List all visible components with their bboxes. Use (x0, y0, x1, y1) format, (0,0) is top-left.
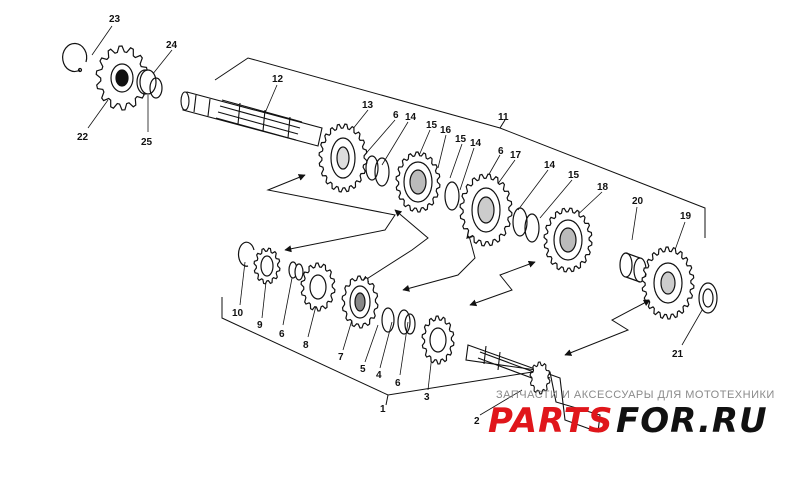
lower-washers (382, 308, 415, 334)
part-21-thrust-washer (699, 283, 717, 313)
callout-2: 2 (474, 416, 480, 427)
callout-15a: 15 (426, 120, 438, 131)
part-16-gear (396, 152, 440, 212)
part-23-circlip (63, 43, 87, 71)
part-24-spacer (137, 70, 156, 94)
part-6-bushing-small (289, 262, 303, 280)
part-12-output-shaft (181, 92, 322, 146)
group-bracket-11 (214, 57, 706, 238)
callout-5: 5 (360, 364, 366, 375)
callout-6c: 6 (279, 329, 285, 340)
callout-21: 21 (672, 349, 684, 360)
callout-9: 9 (257, 320, 263, 331)
callout-1: 1 (380, 404, 386, 415)
callout-12: 12 (272, 74, 284, 85)
callout-22: 22 (77, 132, 89, 143)
part-2-input-shaft (466, 345, 600, 432)
part-18-gear (544, 208, 592, 272)
callout-3: 3 (424, 392, 430, 403)
callout-23: 23 (109, 14, 121, 25)
callout-24: 24 (166, 40, 178, 51)
callout-14b: 14 (470, 138, 482, 149)
callout-6a: 6 (393, 110, 399, 121)
part-10-circlip (239, 242, 254, 266)
watermark-logo-parts: PARTS (488, 401, 613, 441)
callout-6d: 6 (395, 378, 401, 389)
engagement-arrows (266, 174, 651, 356)
callout-4: 4 (376, 370, 382, 381)
callout-17: 17 (510, 150, 522, 161)
part-25-oring (150, 78, 162, 98)
part-17-gear (460, 174, 512, 246)
watermark-tagline: ЗАПЧАСТИ И АКСЕССУАРЫ ДЛЯ МОТОТЕХНИКИ (496, 389, 775, 401)
callout-6b: 6 (498, 146, 504, 157)
callout-15c: 15 (568, 170, 580, 181)
part-9-gear (254, 248, 280, 284)
group-bracket-1 (221, 297, 546, 406)
callout-18: 18 (597, 182, 609, 193)
callout-14c: 14 (544, 160, 556, 171)
watermark: ЗАПЧАСТИ И АКСЕССУАРЫ ДЛЯ МОТОТЕХНИКИ PA… (488, 389, 775, 441)
callout-7: 7 (338, 352, 344, 363)
part-13-gear (319, 124, 367, 192)
callout-10: 10 (232, 308, 244, 319)
callout-15b: 15 (455, 134, 467, 145)
callout-labels: 23 24 22 25 12 13 6 14 15 16 15 14 11 6 … (77, 14, 692, 427)
watermark-logo-forru: FOR.RU (616, 401, 768, 441)
part-22-front-sprocket (96, 46, 148, 110)
part-8-gear (301, 263, 335, 311)
callout-16: 16 (440, 125, 452, 136)
callout-11: 11 (498, 112, 509, 123)
part-7-gear (342, 276, 378, 328)
leader-lines (87, 25, 706, 416)
part-20-needle-bearing (620, 253, 646, 282)
callout-8: 8 (303, 340, 309, 351)
callout-25: 25 (141, 137, 153, 148)
upper-washers (366, 156, 539, 242)
callout-14a: 14 (405, 112, 417, 123)
callout-20: 20 (632, 196, 644, 207)
callout-19: 19 (680, 211, 692, 222)
callout-13: 13 (362, 100, 374, 111)
part-3-gear (422, 316, 454, 364)
part-19-gear (642, 247, 694, 319)
